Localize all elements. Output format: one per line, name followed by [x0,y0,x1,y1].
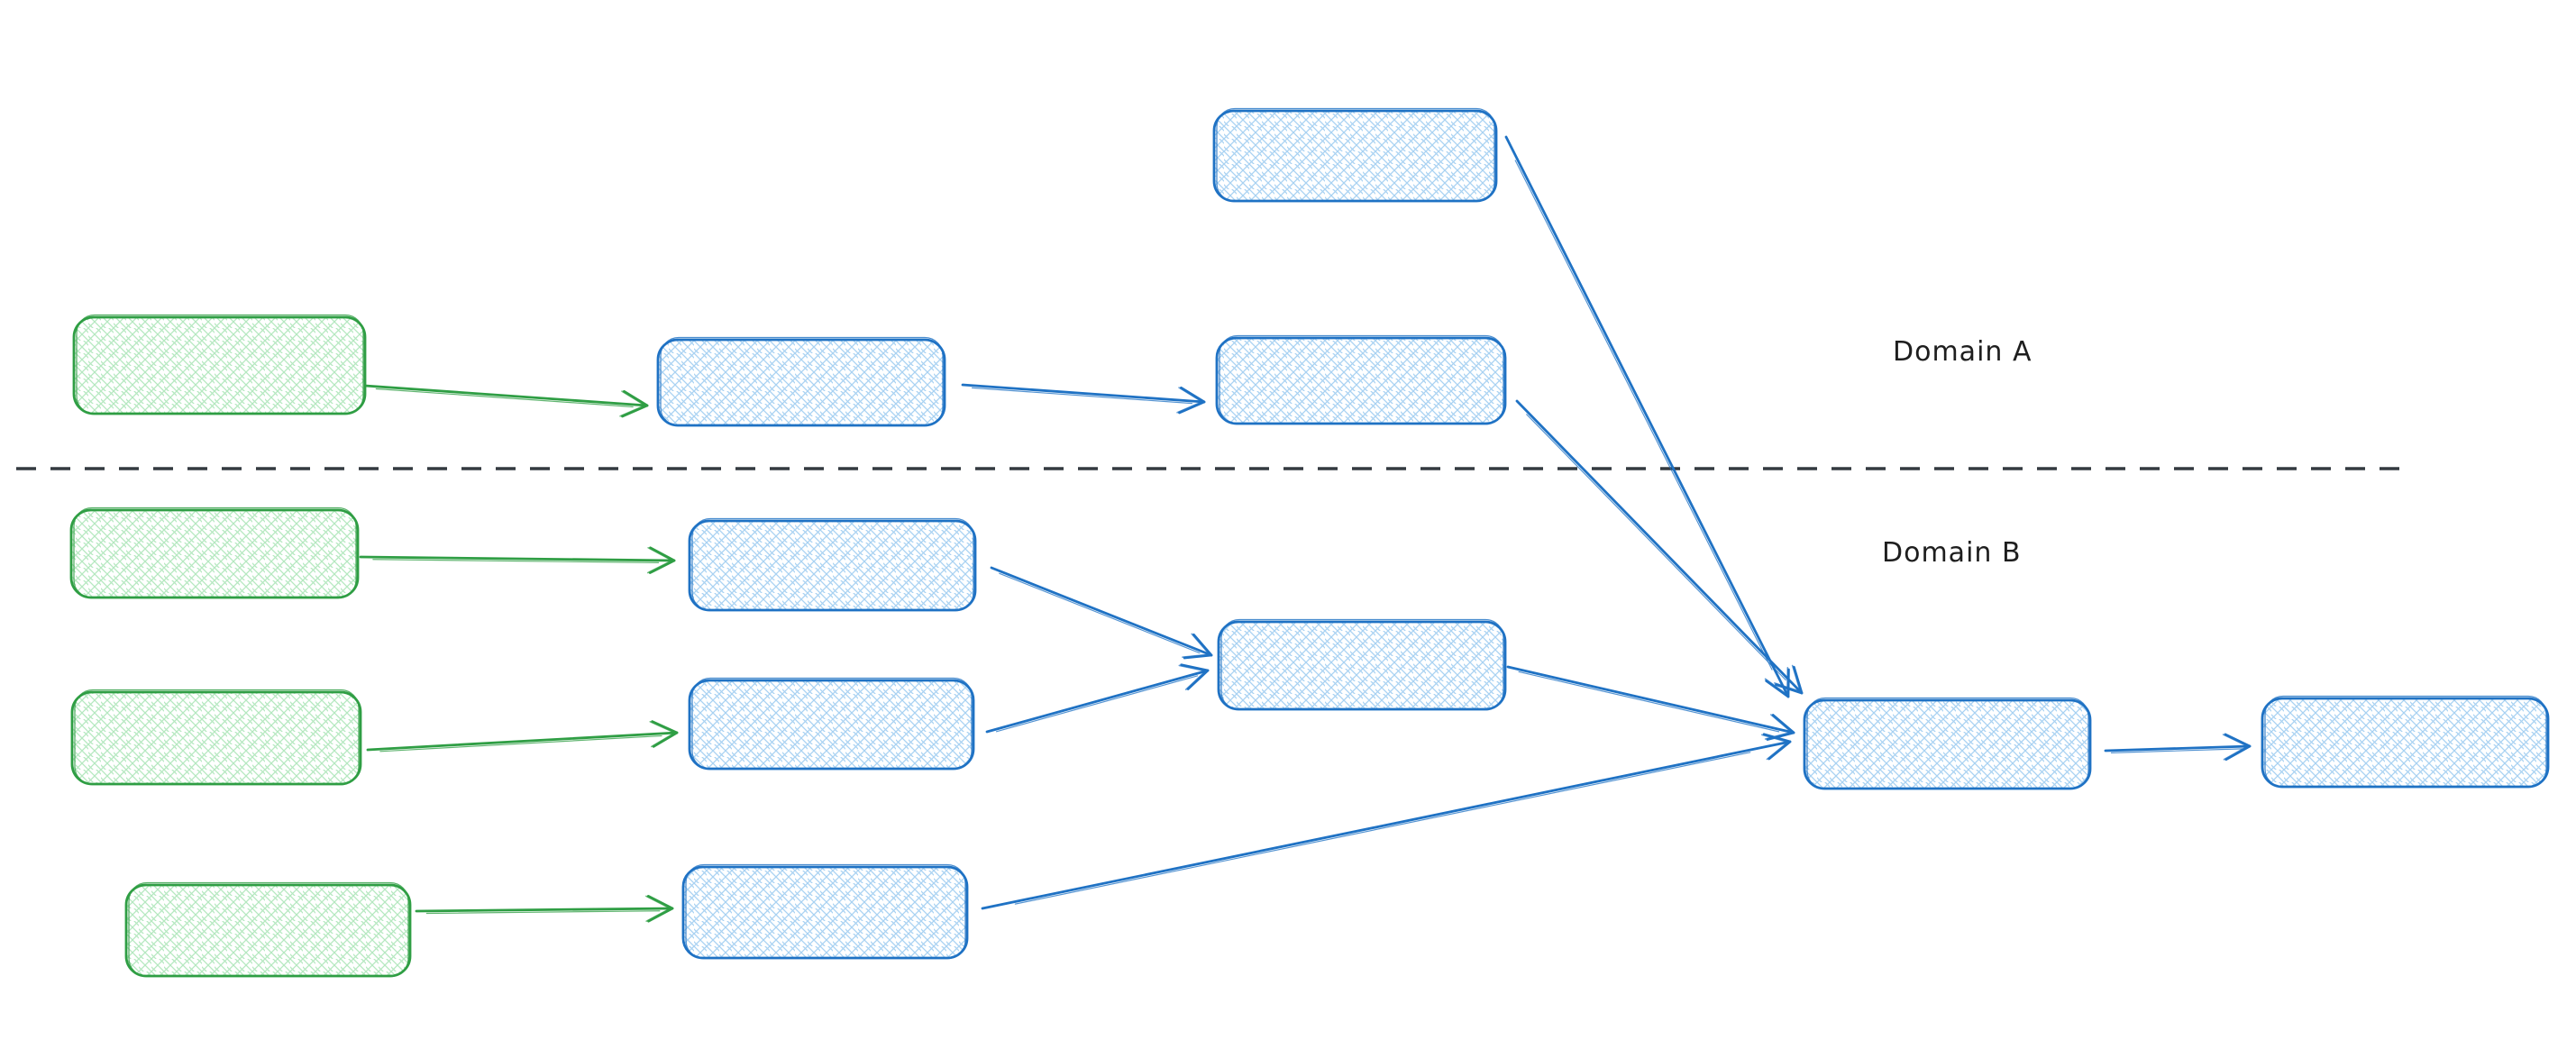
edge-a1-a2 [961,383,1206,415]
blue-box-b4 [681,863,969,960]
blue-box-a1 [656,336,946,427]
domain-b-label: Domain B [1882,537,2022,569]
blue-box-merge [1217,618,1507,711]
edge-green-b3 [415,895,674,923]
edge-green-b2 [366,720,679,753]
edge-a2-hub [1515,399,1804,695]
edge-b2-merge [985,663,1210,734]
edge-b1-merge [990,566,1213,660]
green-box-b2 [70,689,362,786]
edge-green-a [363,384,649,418]
edge-hub-end [2104,733,2252,762]
green-box-b3 [124,881,412,978]
blue-box-a2 [1215,334,1507,425]
edge-merge-hub [1506,665,1795,741]
edge-green-b1 [359,546,676,574]
blue-box-hub [1803,697,2092,790]
edge-b4-hub [981,733,1792,910]
edge-top-hub [1504,135,1790,698]
blue-box-top [1212,107,1498,203]
domain-a-label: Domain A [1893,336,2032,368]
green-box-a [72,314,367,415]
blue-box-b2 [688,677,975,771]
green-box-b1 [69,506,360,599]
blue-box-b1 [688,517,977,612]
blue-box-end [2261,695,2550,789]
